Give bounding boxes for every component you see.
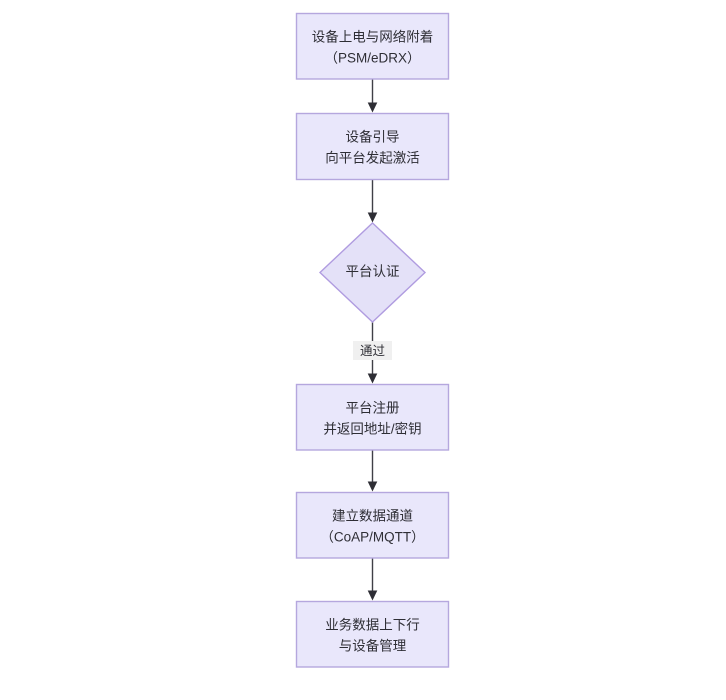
node-device-bootstrap[interactable]: 设备引导 向平台发起激活 <box>295 112 450 181</box>
arrowhead-icon <box>367 481 378 492</box>
edge-label-pass: 通过 <box>360 344 386 358</box>
node-shape-rectangle[interactable] <box>295 600 450 668</box>
arrowhead-icon <box>367 212 378 223</box>
node-label-line1: 建立数据通道 <box>332 509 413 524</box>
node-shape-rectangle[interactable] <box>295 383 450 451</box>
node-label-line1: 业务数据上下行 <box>325 618 420 633</box>
edge-n2-n3 <box>367 180 378 223</box>
edge-n3-n4: 通过 <box>353 322 392 384</box>
node-shape-rectangle[interactable] <box>295 12 450 80</box>
node-data-channel[interactable]: 建立数据通道 （CoAP/MQTT） <box>295 491 450 559</box>
node-platform-authentication[interactable]: 平台认证 <box>318 222 427 323</box>
edge-n5-n6 <box>367 558 378 601</box>
node-shape-rectangle[interactable] <box>295 112 450 181</box>
node-label-line2: 并返回地址/密钥 <box>323 421 421 437</box>
node-shape-rectangle[interactable] <box>295 491 450 559</box>
node-platform-registration[interactable]: 平台注册 并返回地址/密钥 <box>295 383 450 451</box>
arrowhead-icon <box>367 373 378 384</box>
edge-n4-n5 <box>367 450 378 492</box>
edge-label-background <box>353 341 392 360</box>
node-label-line1: 设备引导 <box>346 129 400 145</box>
node-shape-diamond[interactable] <box>318 222 427 323</box>
node-label-line1: 平台注册 <box>346 401 400 416</box>
arrowhead-icon <box>367 102 378 113</box>
edge-n1-n2 <box>367 79 378 113</box>
node-label-line2: 向平台发起激活 <box>325 151 420 166</box>
arrowhead-icon <box>367 590 378 601</box>
node-label-line1: 平台认证 <box>346 264 400 279</box>
node-device-power-on[interactable]: 设备上电与网络附着 （PSM/eDRX） <box>295 12 450 80</box>
node-label-line2: 与设备管理 <box>339 638 407 654</box>
node-label-line2: （PSM/eDRX） <box>324 51 420 66</box>
node-business-data[interactable]: 业务数据上下行 与设备管理 <box>295 600 450 668</box>
node-label-line1: 设备上电与网络附着 <box>312 29 434 45</box>
node-label-line2: （CoAP/MQTT） <box>320 530 424 545</box>
